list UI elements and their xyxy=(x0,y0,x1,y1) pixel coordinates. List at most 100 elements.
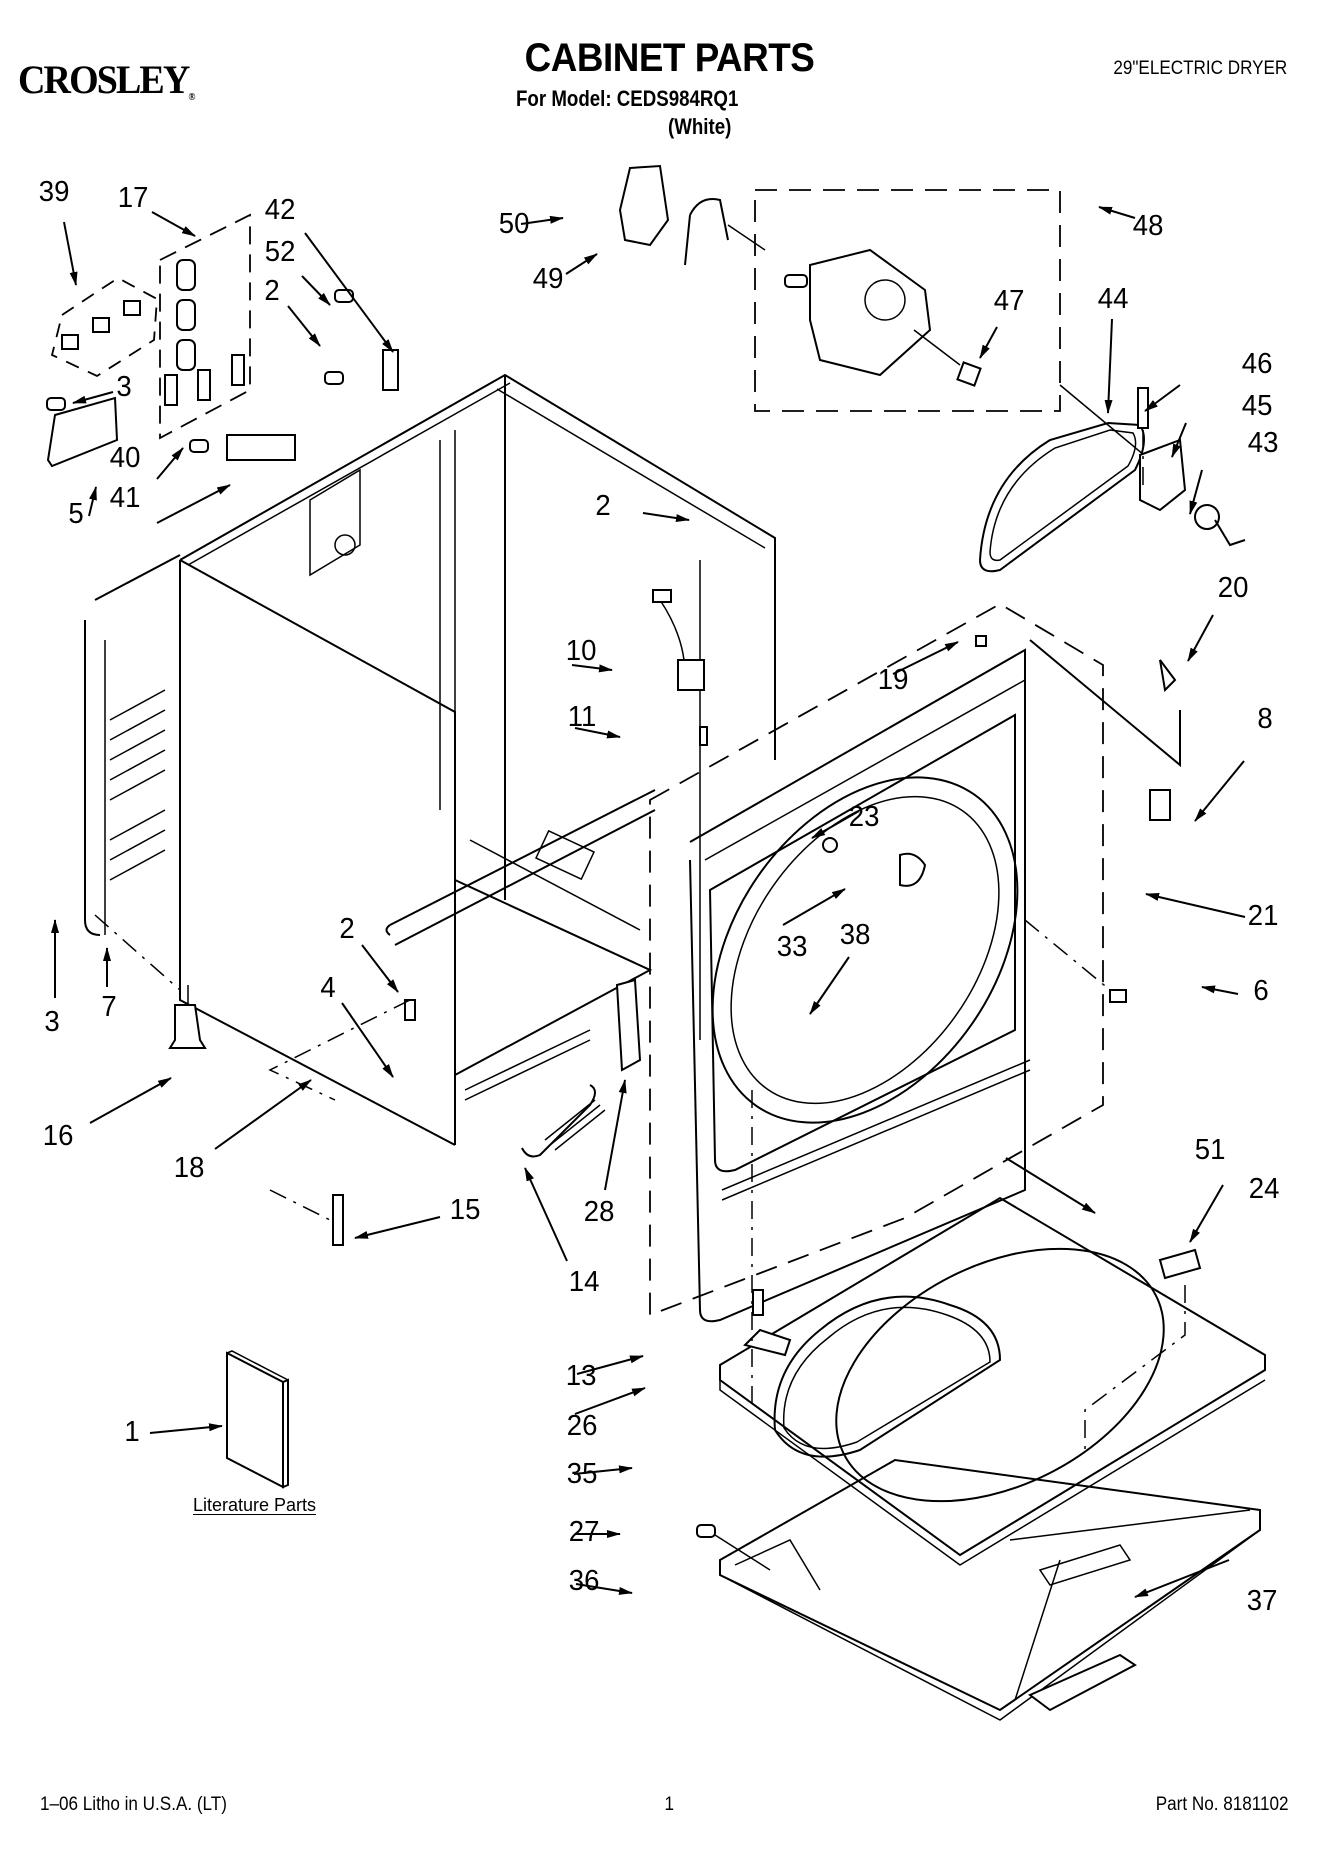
model-number: For Model: CEDS984RQ1 xyxy=(516,86,739,111)
callout-20: 20 xyxy=(1217,572,1249,604)
wire-harness-group xyxy=(159,213,251,440)
front-panel-group xyxy=(649,589,1181,1323)
callout-6: 6 xyxy=(1253,975,1269,1007)
drive-belt xyxy=(978,384,1151,573)
brand-logo: CROSLEY® xyxy=(18,56,196,103)
callout-36: 36 xyxy=(568,1565,600,1597)
callout-52: 52 xyxy=(264,236,296,268)
callout-17: 17 xyxy=(117,182,149,214)
arrow-41 xyxy=(156,484,231,524)
arrow-19 xyxy=(892,641,959,675)
arrow-4 xyxy=(341,1002,394,1078)
brand-name: CROSLEY xyxy=(18,57,190,102)
callout-27: 27 xyxy=(568,1516,600,1548)
arrow-38 xyxy=(809,956,850,1015)
arrow-24 xyxy=(1189,1184,1224,1243)
arrow-8 xyxy=(1194,760,1245,822)
callout-8: 8 xyxy=(1257,703,1273,735)
arrow-52 xyxy=(301,275,331,306)
arrow-36 xyxy=(575,1583,633,1595)
arrow-14 xyxy=(524,1167,568,1262)
arrow-5 xyxy=(88,486,97,517)
arrow-2a xyxy=(287,305,321,347)
callout-37: 37 xyxy=(1246,1585,1278,1617)
callout-33: 33 xyxy=(776,931,808,963)
callout-3-lower: 3 xyxy=(44,1006,60,1038)
callout-3-upper-left: 3 xyxy=(116,371,132,403)
callout-1: 1 xyxy=(124,1416,140,1448)
callout-5: 5 xyxy=(68,498,84,530)
upper-left-small-parts xyxy=(46,289,399,468)
arrow-17 xyxy=(151,211,196,237)
hinge-and-spring xyxy=(521,978,642,1158)
arrow-20 xyxy=(1187,614,1214,662)
arrow-49 xyxy=(565,253,598,275)
callout-18: 18 xyxy=(173,1152,205,1184)
arrow-16 xyxy=(89,1077,172,1124)
callout-46: 46 xyxy=(1241,348,1273,380)
arrow-13 xyxy=(576,1355,644,1375)
callout-40: 40 xyxy=(109,442,141,474)
idler-assembly xyxy=(1137,387,1246,547)
cabinet-body xyxy=(84,373,776,1146)
arrow-18 xyxy=(214,1079,312,1150)
callout-21: 21 xyxy=(1247,900,1279,932)
arrow-43 xyxy=(1189,469,1203,515)
callout-24: 24 xyxy=(1248,1173,1280,1205)
arrow-48 xyxy=(1098,206,1136,219)
callout-19: 19 xyxy=(877,664,909,696)
model-color: (White) xyxy=(668,114,732,139)
callout-41: 41 xyxy=(109,482,141,514)
arrow-15 xyxy=(354,1216,441,1239)
arrow-50 xyxy=(520,215,564,225)
callout-15: 15 xyxy=(449,1194,481,1226)
callout-2-cabinet-top: 2 xyxy=(595,490,611,522)
base-assembly xyxy=(696,1090,1266,1721)
callout-16: 16 xyxy=(42,1120,74,1152)
callout-51: 51 xyxy=(1194,1134,1226,1166)
arrow-2b xyxy=(642,512,690,522)
motor-assembly xyxy=(618,164,1061,412)
callout-4: 4 xyxy=(320,972,336,1004)
arrow-45 xyxy=(1171,422,1187,458)
callout-38: 38 xyxy=(839,919,871,951)
arrow-33 xyxy=(782,888,846,926)
arrow-37 xyxy=(1134,1559,1230,1598)
callout-43: 43 xyxy=(1247,427,1279,459)
arrow-26 xyxy=(574,1387,646,1415)
callout-44: 44 xyxy=(1097,283,1129,315)
arrow-44 xyxy=(1104,318,1113,414)
page-title: CABINET PARTS xyxy=(524,36,815,80)
literature-parts-label: Literature Parts xyxy=(193,1495,317,1515)
callout-42: 42 xyxy=(264,194,296,226)
terminal-block-group xyxy=(50,276,158,378)
arrow-6 xyxy=(1201,985,1239,995)
arrow-21 xyxy=(1145,893,1246,918)
page-number: 1 xyxy=(664,1794,675,1815)
callout-7: 7 xyxy=(101,991,117,1023)
litho-info: 1–06 Litho in U.S.A. (LT) xyxy=(40,1794,227,1815)
part-number: Part No. 8181102 xyxy=(1156,1794,1289,1815)
callout-49: 49 xyxy=(532,263,564,295)
callout-45: 45 xyxy=(1241,390,1273,422)
arrow-10 xyxy=(571,664,613,673)
callout-13: 13 xyxy=(565,1360,597,1392)
arrow-2c xyxy=(361,944,399,993)
registered-mark: ® xyxy=(188,92,196,103)
callout-26: 26 xyxy=(566,1410,598,1442)
callout-47: 47 xyxy=(993,285,1025,317)
callout-2-upper-left: 2 xyxy=(264,275,280,307)
arrow-23 xyxy=(811,810,860,839)
arrow-40 xyxy=(156,447,184,480)
arrow-51 xyxy=(1005,1157,1096,1214)
callout-35: 35 xyxy=(566,1458,598,1490)
callout-28: 28 xyxy=(583,1196,615,1228)
callout-11: 11 xyxy=(567,701,597,733)
callout-48: 48 xyxy=(1132,210,1164,242)
callout-14: 14 xyxy=(568,1266,600,1298)
callout-39: 39 xyxy=(38,176,70,208)
callout-10: 10 xyxy=(565,635,597,667)
arrow-42 xyxy=(304,232,394,353)
callout-arrows xyxy=(51,206,1246,1598)
